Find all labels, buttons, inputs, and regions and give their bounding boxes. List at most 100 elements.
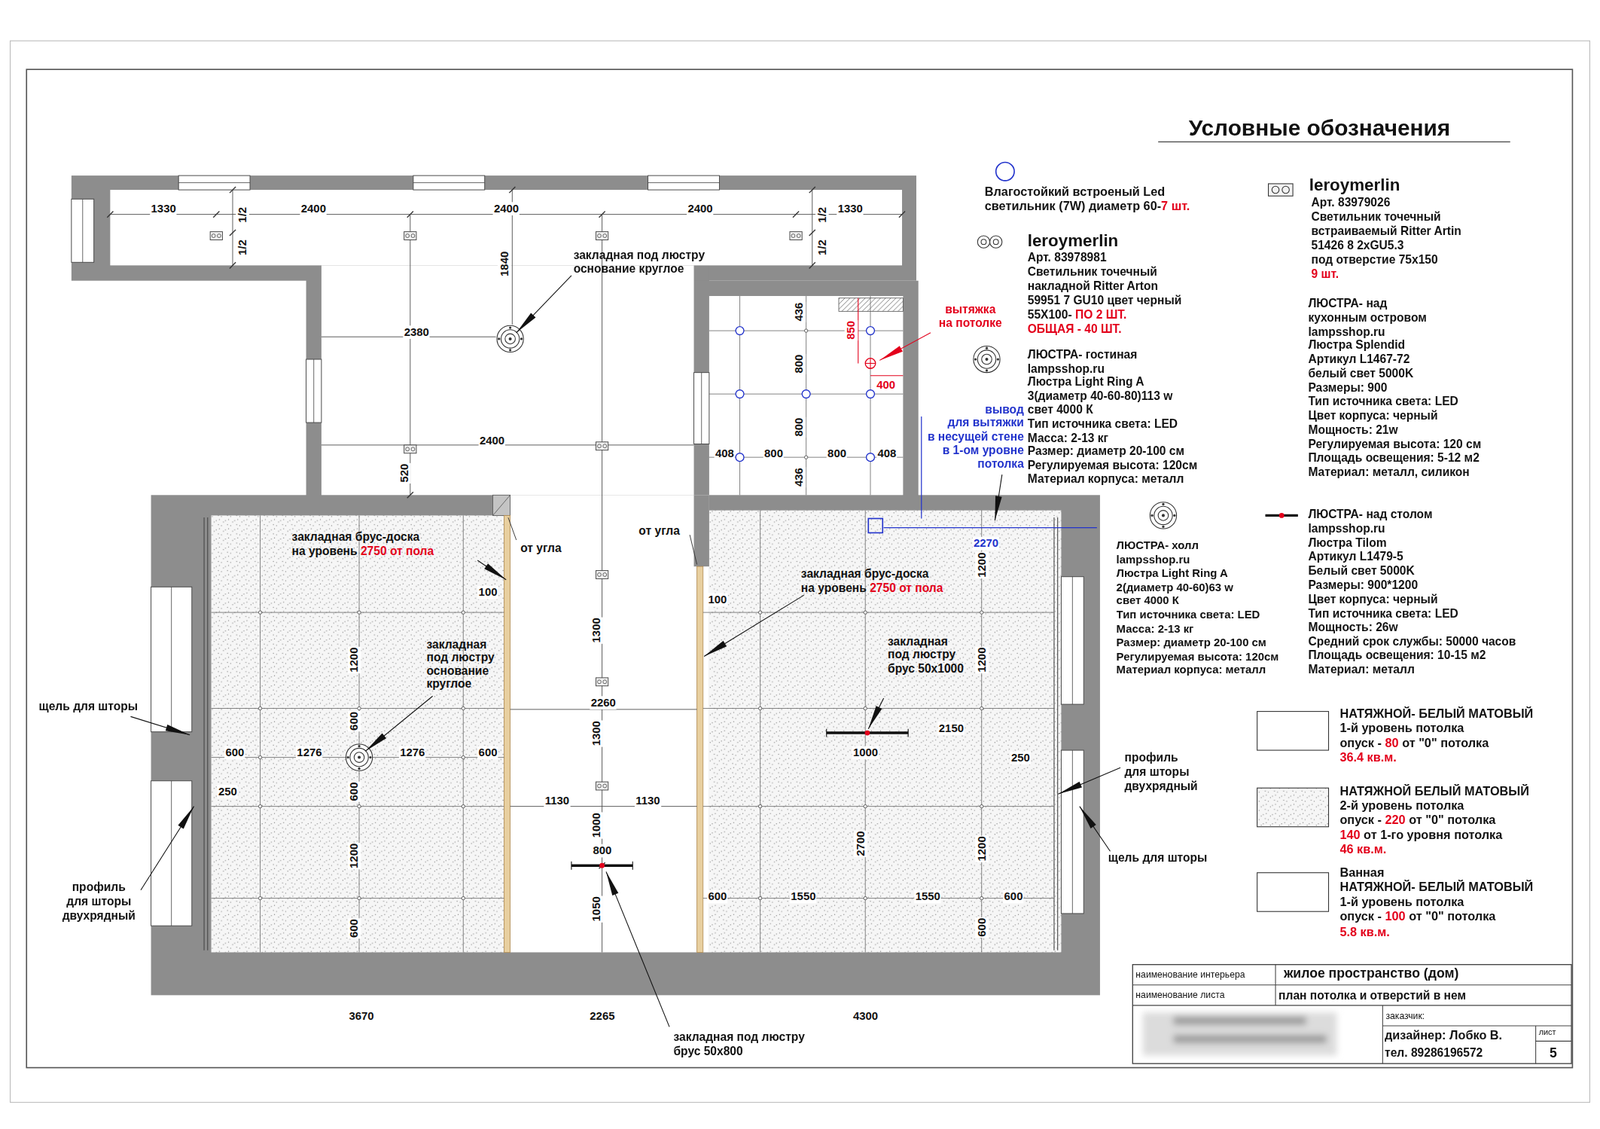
wall: [694, 280, 919, 511]
label-text: под отверстие 75х150: [1310, 252, 1438, 266]
label-text: закладная: [887, 634, 948, 647]
label-text: 36.4 кв.м.: [1339, 749, 1396, 765]
label-text: 2-й уровень потолка: [1339, 798, 1464, 813]
text-line: 55Х100-ПО 2 ШТ.: [1027, 307, 1183, 322]
text-block: от угла: [638, 524, 680, 539]
label-text: от угла: [638, 524, 680, 537]
dimension-line: [321, 444, 695, 445]
grid-point: [461, 804, 465, 808]
text-block: НАТЯЖНОЙ БЕЛЫЙ МАТОВЫЙ2-й уровень потолк…: [1339, 783, 1529, 857]
dimension-label: 1200: [975, 834, 989, 862]
legend-swatch: [1257, 787, 1329, 826]
text-line: ЛЮСТРА- над столом: [1307, 508, 1516, 523]
chandelier-ring: [1158, 510, 1169, 522]
text-line: 3670: [348, 1008, 374, 1023]
grid-point: [357, 610, 361, 614]
legend-symbol: [1282, 185, 1290, 193]
spot-light-lamp: [411, 447, 415, 452]
text-line: Люстра Splendid: [1307, 338, 1482, 354]
text-line: Средний срок службы: 50000 часов: [1307, 634, 1516, 650]
text-line: белый свет 5000K: [1307, 367, 1482, 382]
text-line: Белый свет 5000K: [1307, 564, 1516, 580]
label-text: 520: [397, 463, 410, 482]
leader-line: [477, 560, 506, 580]
text-line: 140от 1-го уровня потолка: [1339, 827, 1529, 842]
text-line: 1130: [635, 793, 660, 808]
label-text: 1130: [635, 793, 660, 806]
dimension-tick: [229, 186, 236, 193]
chandelier-dot: [1161, 513, 1165, 517]
label-text: двухрядный: [1124, 779, 1198, 792]
grid-point: [461, 896, 465, 900]
text-line: 1200: [347, 842, 362, 868]
leader-line: [1079, 806, 1111, 852]
leader-line: [994, 474, 1002, 521]
text-line: 408: [715, 446, 735, 461]
text-line: Масса: 2-13 кг: [1027, 431, 1198, 445]
label-text: Лобко В.: [1449, 1027, 1503, 1043]
label-text: закладная под люстру: [673, 1030, 805, 1043]
label-text: светильник (7W) диаметр 60-: [984, 198, 1162, 214]
leader-line: [508, 517, 517, 540]
label-text: от 1-го уровня потолка: [1363, 827, 1503, 842]
text-line: Площадь освещения: 10-15 м2: [1307, 649, 1516, 664]
label-text: Арт. 83979026: [1310, 195, 1390, 208]
label-text: 600: [347, 710, 360, 730]
window: [694, 372, 710, 445]
text-block: дизайнер:Лобко В.: [1384, 1027, 1503, 1043]
window: [178, 175, 250, 190]
dimension-tick: [508, 186, 516, 193]
chandelier-dot: [996, 357, 1000, 360]
label-text: от угла: [520, 542, 561, 555]
label-text: Светильник точечный: [1310, 210, 1441, 223]
dimension-tick: [899, 211, 906, 218]
text-line: брус 50х800: [673, 1043, 805, 1058]
text-line: для шторы: [62, 893, 136, 909]
dimension-tick: [809, 229, 816, 236]
label-text: 1840: [497, 250, 510, 276]
label-text: 1200: [975, 646, 988, 672]
title-block-rule: [1536, 1040, 1572, 1042]
curtain-profile: [204, 517, 205, 951]
text-line: НАТЯЖНОЙ- БЕЛЫЙ МАТОВЫЙ: [1339, 706, 1533, 722]
text-line: lampsshop.ru: [1307, 325, 1482, 340]
label-text: щель для шторы: [1108, 850, 1208, 863]
chandelier-ring: [353, 752, 365, 763]
waterproof-light: [866, 326, 875, 336]
text-line: 36.4 кв.м.: [1339, 749, 1533, 765]
text-line: ЛЮСТРА- гостиная: [1027, 347, 1198, 362]
text-line: Люстра Light Ring A: [1027, 375, 1198, 390]
label-text: 1/2: [814, 206, 827, 223]
text-line: 1200: [975, 551, 989, 577]
text-line: на уровень2750 от пола: [292, 544, 435, 558]
text-line: 1200: [975, 646, 989, 672]
text-line: 1/2: [235, 206, 250, 223]
label-text: 1330: [151, 201, 177, 214]
legend-swatch: [996, 161, 1015, 180]
label-text: накладной Ritter Arton: [1027, 279, 1159, 292]
text-line: 1000: [853, 745, 878, 759]
label-text: 1000: [589, 811, 602, 837]
waterproof-light: [735, 453, 744, 462]
room-floor: [510, 494, 710, 952]
legend-symbol: [1268, 183, 1294, 196]
text-line: 1200: [347, 646, 362, 672]
leader-line: [689, 534, 697, 564]
dimension-label: 2265: [588, 1008, 616, 1023]
chandelier-dot: [508, 348, 512, 351]
title-block-rule: [1132, 984, 1572, 985]
label-text: Регулируемая высота: 120 см: [1307, 437, 1482, 450]
leader-arrowhead: [365, 732, 387, 751]
text-line: 1550: [915, 889, 941, 903]
label-text: потолка: [977, 457, 1024, 470]
label-text: 1-й уровень потолка: [1339, 894, 1464, 909]
text-line: 2-й уровень потолка: [1339, 798, 1529, 813]
red-dimension-line: [857, 298, 859, 364]
label-text: 850: [844, 320, 857, 339]
label-text: 1/2: [235, 239, 248, 256]
label-text: для вытяжки: [947, 416, 1024, 429]
text-line: 436: [792, 301, 807, 321]
grid-point: [461, 706, 465, 710]
chandelier-dot: [984, 357, 988, 361]
